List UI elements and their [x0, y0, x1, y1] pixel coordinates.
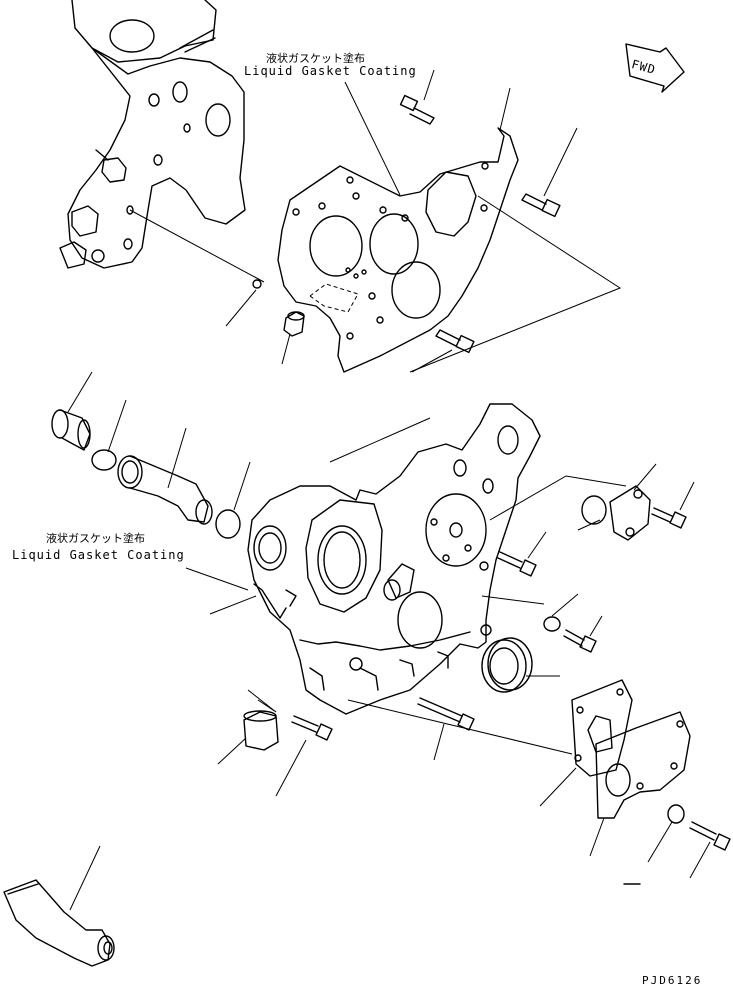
bolt-right-1 [651, 507, 687, 529]
bolt-bracket [689, 821, 731, 851]
gasket-label-top-en: Liquid Gasket Coating [244, 64, 417, 78]
bolt-lower-2 [291, 715, 333, 741]
bolt-2 [521, 193, 561, 218]
top-leader-lines [225, 69, 622, 373]
liquid-gasket-tube [3, 845, 115, 967]
o-ring-2 [215, 509, 241, 539]
washer-1 [543, 616, 561, 632]
tube [117, 455, 213, 525]
gasket-mid-leader-2 [209, 595, 257, 615]
gasket-label-mid-en: Liquid Gasket Coating [12, 548, 185, 562]
drawing-code: PJD6126 [642, 974, 702, 987]
o-ring-1 [91, 449, 117, 471]
bracket [595, 711, 691, 819]
top-bolts [399, 94, 561, 354]
engine-block [59, 0, 246, 269]
front-cover-plate [571, 679, 633, 777]
gasket-label-mid-jp: 液状ガスケット塗布 [46, 531, 145, 545]
bolt-right-3 [563, 629, 597, 653]
left-leader-lines [67, 371, 251, 511]
bolt-right-2 [497, 551, 537, 577]
cover-plate-small [609, 485, 651, 541]
plug [51, 409, 91, 451]
gasket-label-top-jp: 液状ガスケット塗布 [266, 51, 365, 65]
gasket-small [581, 495, 607, 525]
washer-2 [667, 804, 685, 824]
dowel-leader-line [129, 209, 265, 283]
bolt-lower-1 [417, 697, 475, 731]
right-side-parts [291, 485, 731, 851]
fwd-label: FWD [630, 57, 657, 77]
dowel-bushing [243, 689, 279, 751]
fwd-direction-arrow: FWD [625, 43, 685, 93]
gasket-mid-leader [185, 567, 249, 591]
oil-seal [481, 637, 533, 693]
front-cover [247, 403, 541, 715]
left-tube-parts [51, 409, 241, 539]
front-plate [252, 127, 519, 373]
bolt-1 [399, 94, 435, 125]
right-leader-lines [217, 417, 711, 879]
